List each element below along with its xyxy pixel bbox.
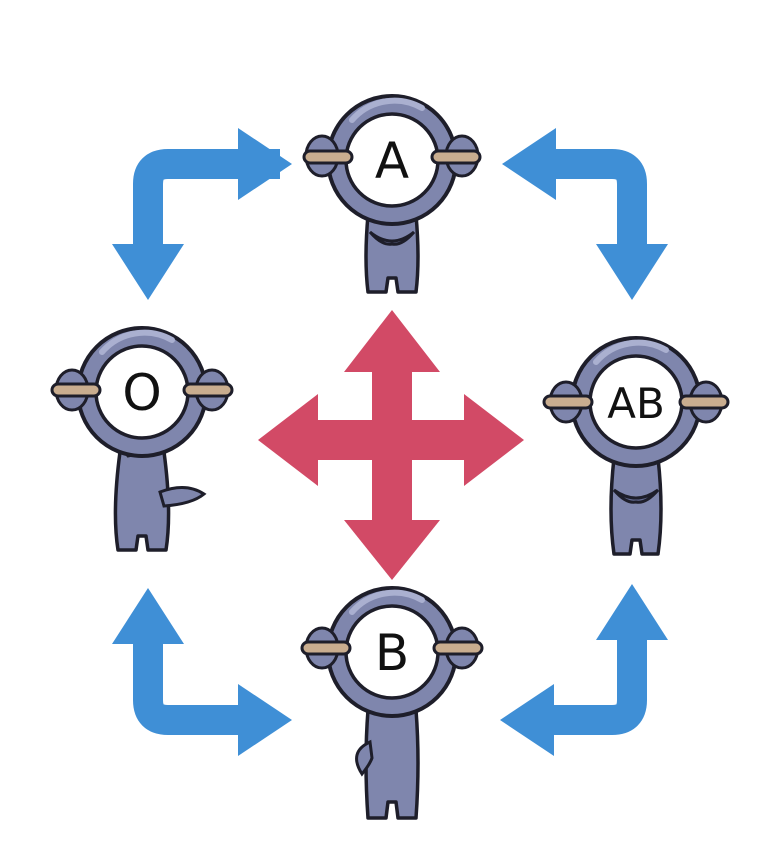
left-hand-icon [542, 380, 594, 424]
right-hand-icon [430, 134, 482, 178]
node-a-label: A [375, 132, 409, 190]
node-o-label: O [122, 364, 161, 422]
right-hand-icon [182, 368, 234, 412]
node-b: B [300, 588, 484, 820]
left-hand-icon [302, 134, 354, 178]
arrow-a-ab-icon [502, 128, 668, 300]
node-ab: AB [542, 338, 730, 556]
arrow-a-o-icon [112, 128, 292, 300]
left-hand-icon [50, 368, 102, 412]
node-b-label: B [375, 624, 409, 682]
node-ab-label: AB [607, 379, 665, 428]
right-hand-icon [678, 380, 730, 424]
left-hand-icon [300, 626, 352, 670]
node-a: A [302, 96, 482, 294]
right-hand-icon [432, 626, 484, 670]
four-way-arrow-icon [258, 310, 524, 580]
node-o: O [50, 328, 234, 552]
arrow-ab-b-icon [500, 584, 668, 756]
arrow-o-b-icon [112, 588, 292, 756]
